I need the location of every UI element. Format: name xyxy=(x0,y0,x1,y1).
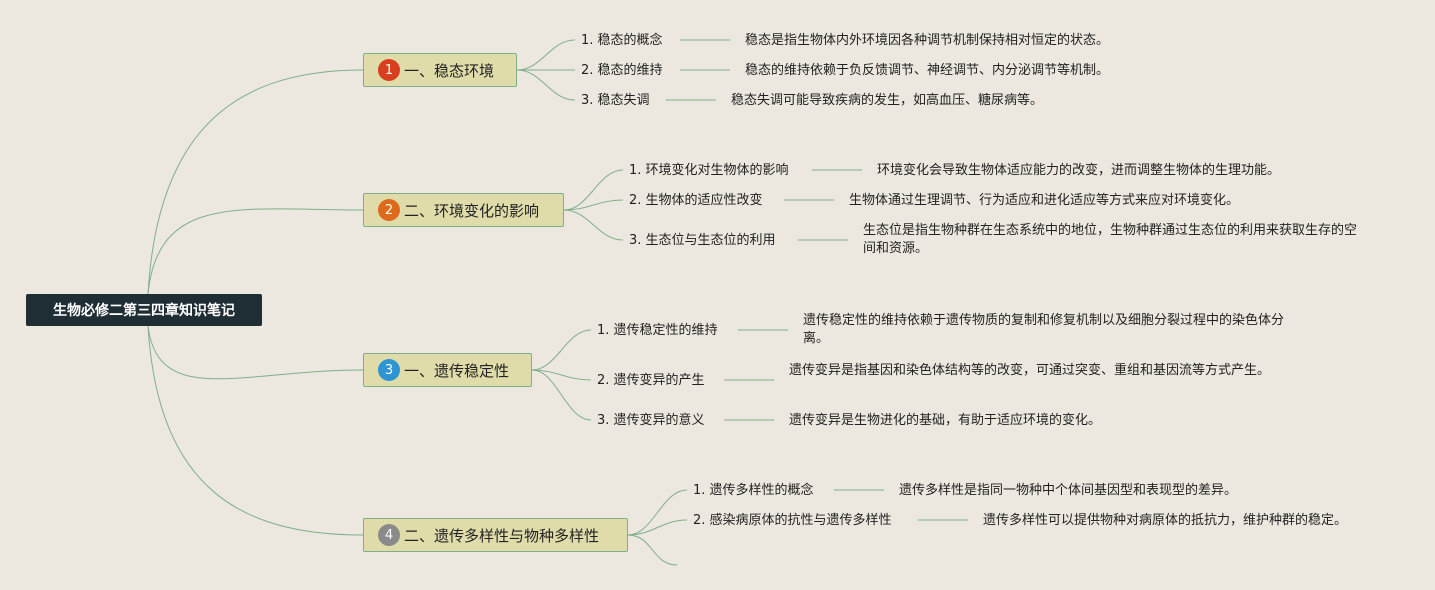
root-connector xyxy=(147,69,364,295)
subtopic-description[interactable]: 遗传多样性可以提供物种对病原体的抵抗力，维护种群的稳定。 xyxy=(983,513,1348,528)
branch-connector xyxy=(563,209,624,241)
subtopic-description[interactable]: 稳态失调可能导致疾病的发生，如高血压、糖尿病等。 xyxy=(731,93,1044,108)
subtopic-description[interactable]: 遗传变异是生物进化的基础，有助于适应环境的变化。 xyxy=(789,413,1102,428)
subtopic-label[interactable]: 2. 感染病原体的抗性与遗传多样性 xyxy=(693,513,892,528)
root-connector xyxy=(147,325,364,536)
subtopic-label[interactable]: 2. 遗传变异的产生 xyxy=(597,373,705,388)
root-connector xyxy=(147,325,364,380)
branch-connector xyxy=(516,69,576,101)
subtopic-description[interactable]: 遗传多样性是指同一物种中个体间基因型和表现型的差异。 xyxy=(899,483,1238,498)
subtopic-description[interactable]: 稳态的维持依赖于负反馈调节、神经调节、内分泌调节等机制。 xyxy=(745,63,1110,78)
subtopic-description[interactable]: 遗传稳定性的维持依赖于遗传物质的复制和修复机制以及细胞分裂过程中的染色体分离。 xyxy=(803,313,1285,346)
topic-genetic-stability[interactable]: 3 一、遗传稳定性 xyxy=(363,353,532,387)
subtopic-label[interactable]: 1. 遗传多样性的概念 xyxy=(693,483,814,498)
root-node[interactable]: 生物必修二第三四章知识笔记 xyxy=(26,294,262,326)
topic-genetic-diversity[interactable]: 4 二、遗传多样性与物种多样性 xyxy=(363,518,628,552)
topic-environment-change[interactable]: 2 二、环境变化的影响 xyxy=(363,193,564,227)
topic-title: 二、遗传多样性与物种多样性 xyxy=(404,526,600,545)
number-badge: 1 xyxy=(378,59,400,81)
subtopic-label[interactable]: 1. 稳态的概念 xyxy=(581,33,663,48)
branch-connector xyxy=(531,369,592,381)
subtopic-label[interactable]: 3. 稳态失调 xyxy=(581,93,650,108)
subtopic-label[interactable]: 1. 环境变化对生物体的影响 xyxy=(629,163,789,178)
topic-title: 一、稳态环境 xyxy=(404,61,495,80)
branch-connector xyxy=(627,519,688,536)
branch-connector xyxy=(563,169,624,211)
subtopic-description[interactable]: 生物体通过生理调节、行为适应和进化适应等方式来应对环境变化。 xyxy=(849,193,1240,208)
number-badge: 3 xyxy=(378,359,400,381)
subtopic-label[interactable]: 1. 遗传稳定性的维持 xyxy=(597,323,718,338)
subtopic-description[interactable]: 生态位是指生物种群在生态系统中的地位，生物种群通过生态位的利用来获取生存的空间和… xyxy=(863,223,1358,256)
number-badge: 4 xyxy=(378,524,400,546)
subtopic-label[interactable]: 2. 稳态的维持 xyxy=(581,63,663,78)
branch-connector xyxy=(563,199,624,211)
subtopic-description[interactable]: 稳态是指生物体内外环境因各种调节机制保持相对恒定的状态。 xyxy=(745,33,1110,48)
subtopic-label[interactable]: 3. 生态位与生态位的利用 xyxy=(629,233,776,248)
branch-connector xyxy=(627,534,678,566)
root-connector xyxy=(147,208,364,295)
branch-connector xyxy=(531,329,592,371)
subtopic-label[interactable]: 3. 遗传变异的意义 xyxy=(597,413,705,428)
subtopic-description[interactable]: 环境变化会导致生物体适应能力的改变，进而调整生物体的生理功能。 xyxy=(877,163,1281,178)
topic-homeostasis[interactable]: 1 一、稳态环境 xyxy=(363,53,517,87)
branch-connector xyxy=(627,489,688,536)
branch-connector xyxy=(531,369,592,421)
number-badge: 2 xyxy=(378,199,400,221)
branch-connector xyxy=(516,39,576,71)
topic-title: 一、遗传稳定性 xyxy=(404,361,510,380)
subtopic-label[interactable]: 2. 生物体的适应性改变 xyxy=(629,193,763,208)
subtopic-description[interactable]: 遗传变异是指基因和染色体结构等的改变，可通过突变、重组和基因流等方式产生。 xyxy=(789,363,1271,378)
topic-title: 二、环境变化的影响 xyxy=(404,201,540,220)
